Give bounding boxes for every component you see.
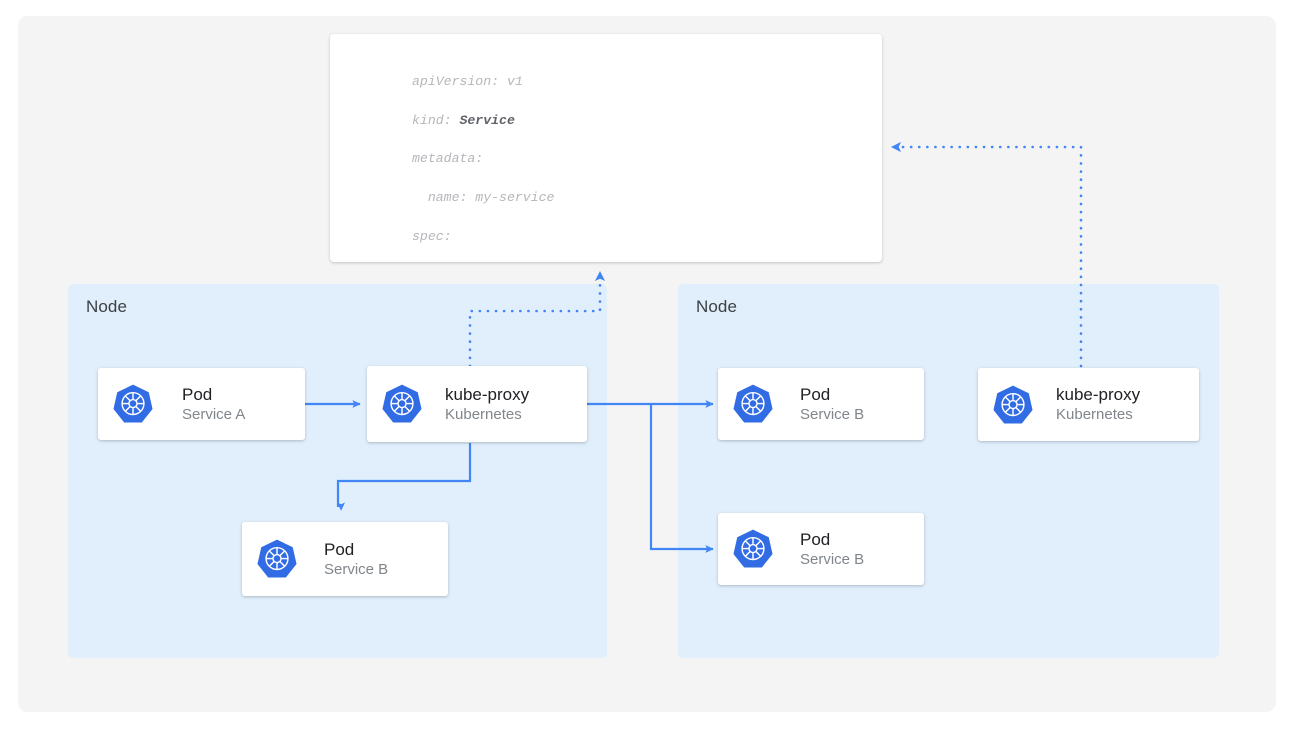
yaml-line-name: name: my-service	[412, 190, 555, 206]
node-label-left: Node	[86, 297, 128, 316]
card-title: Pod	[324, 539, 355, 559]
kubernetes-icon	[256, 538, 298, 580]
yaml-line-metadata: metadata:	[412, 151, 484, 167]
node-box-left	[68, 284, 607, 658]
card-title: Pod	[800, 529, 831, 549]
card-pod-service-b-right-bottom[interactable]: Pod Service B	[718, 513, 924, 585]
card-pod-service-a[interactable]: Pod Service A	[98, 368, 305, 440]
card-subtitle: Kubernetes	[1056, 406, 1133, 423]
yaml-line-apiversion: apiVersion: v1	[412, 74, 523, 90]
card-text: Pod Service A	[182, 384, 245, 425]
kubernetes-icon	[112, 383, 154, 425]
card-title: kube-proxy	[445, 384, 530, 404]
kubernetes-icon	[992, 384, 1034, 426]
card-subtitle: Service B	[324, 560, 389, 578]
card-text: Pod Service B	[324, 539, 388, 580]
yaml-kind-value: Service	[459, 112, 515, 128]
card-pod-service-b-right-top[interactable]: Pod Service B	[718, 368, 924, 440]
yaml-line-spec: spec:	[412, 228, 452, 244]
card-text: kube-proxy Kubernetes	[1056, 384, 1140, 425]
kubernetes-icon	[732, 383, 774, 425]
card-subtitle: Service A	[182, 405, 246, 423]
node-label-right: Node	[696, 297, 738, 316]
card-text: Pod Service B	[800, 529, 864, 570]
yaml-line-kind: kind: Service	[412, 111, 736, 130]
card-kube-proxy-right[interactable]: kube-proxy Kubernetes	[978, 368, 1199, 441]
yaml-kind-key: kind:	[412, 112, 460, 128]
card-title: kube-proxy	[1056, 385, 1141, 404]
card-subtitle: Service B	[800, 405, 865, 423]
card-title: Pod	[800, 384, 831, 404]
node-box-right	[678, 284, 1219, 658]
service-yaml-card: apiVersion: v1 kind: Service metadata: n…	[330, 34, 882, 262]
card-subtitle: Kubernetes	[445, 405, 522, 423]
kubernetes-icon	[732, 528, 774, 570]
card-subtitle: Service B	[800, 550, 865, 568]
kubernetes-icon	[381, 383, 423, 425]
card-text: Pod Service B	[800, 384, 864, 425]
card-pod-service-b-left[interactable]: Pod Service B	[242, 522, 448, 596]
card-title: Pod	[182, 384, 213, 404]
service-yaml-body: apiVersion: v1 kind: Service metadata: n…	[412, 53, 736, 262]
card-kube-proxy-left[interactable]: kube-proxy Kubernetes	[367, 366, 587, 442]
card-text: kube-proxy Kubernetes	[445, 384, 529, 425]
